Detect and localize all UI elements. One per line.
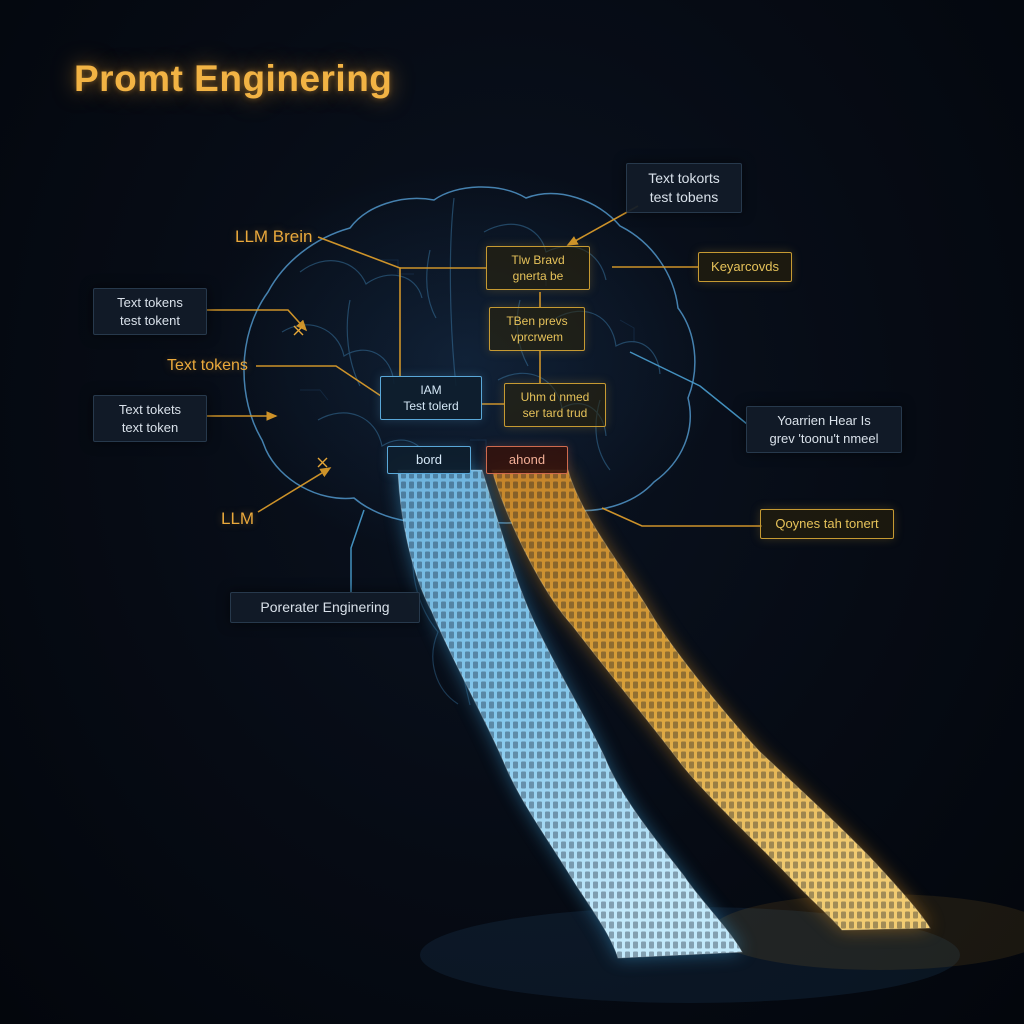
label-llm-brain: LLM Brein [235,227,313,246]
floor-glow-blue [420,907,960,1003]
callout-line: Qoynes tah tonert [775,516,879,531]
label-text-tokens: Text tokens [167,357,248,374]
callout-ahond: ahond [486,446,568,474]
callout-line: Tlw Bravd [511,253,565,267]
callout-line: test tobens [649,188,719,205]
callout-line: Text tokens [117,295,183,310]
callout-line: text token [121,419,179,435]
connector-lines-blue [350,351,748,593]
callout-prompt-engineering: Porerater Enginering [230,592,420,623]
callout-blue-llm: IAM Test tolerd [380,376,482,421]
callout-gold-prompt: TBen prevs vprcrwem [489,307,585,352]
callout-line: test tokent [120,312,180,328]
callout-bord: bord [387,446,471,474]
callout-line: TBen prevs [506,314,568,328]
brain-glow [205,165,725,555]
callout-top-right-tokens: Text tokorts test tobens [626,163,742,213]
callout-line: Yoarrien Hear Is [777,413,871,428]
callout-line: IAM [420,383,442,397]
floor-glow-orange [710,894,1024,970]
callout-line: Text tokorts [648,170,720,186]
callout-line: grev 'toonu't nmeel [769,430,879,446]
callout-line: gnerta be [512,269,564,284]
callout-line: Test tolerd [403,399,459,414]
callout-gold-named: Uhm d nmed ser tard trud [504,383,606,428]
callout-left-tokens-top: Text tokens test tokent [93,288,207,336]
callout-line: Uhm d nmed [520,390,590,404]
callout-line: ahond [508,452,546,467]
orange-token-ribbon [491,469,931,931]
callout-line: Keyarcovds [711,259,779,274]
callout-line: Text tokets [118,402,182,417]
callout-line: Porerater Enginering [260,599,390,615]
callout-right-info: Yoarrien Hear Is grev 'toonu't nmeel [746,406,902,454]
callout-left-tokens-bottom: Text tokets text token [93,395,207,443]
page-title: Promt Enginering [74,58,393,99]
callout-line: bord [415,452,443,467]
callout-right-gold: Qoynes tah tonert [760,509,894,539]
connector-lines-orange [206,205,762,527]
callout-line: ser tard trud [522,406,588,421]
label-llm: LLM [221,509,255,528]
callout-gold-generate: Tlw Bravd gnerta be [486,246,590,291]
callout-line: vprcrwem [510,330,563,345]
blue-token-ribbon [397,469,743,959]
callout-keywords: Keyarcovds [698,252,792,282]
